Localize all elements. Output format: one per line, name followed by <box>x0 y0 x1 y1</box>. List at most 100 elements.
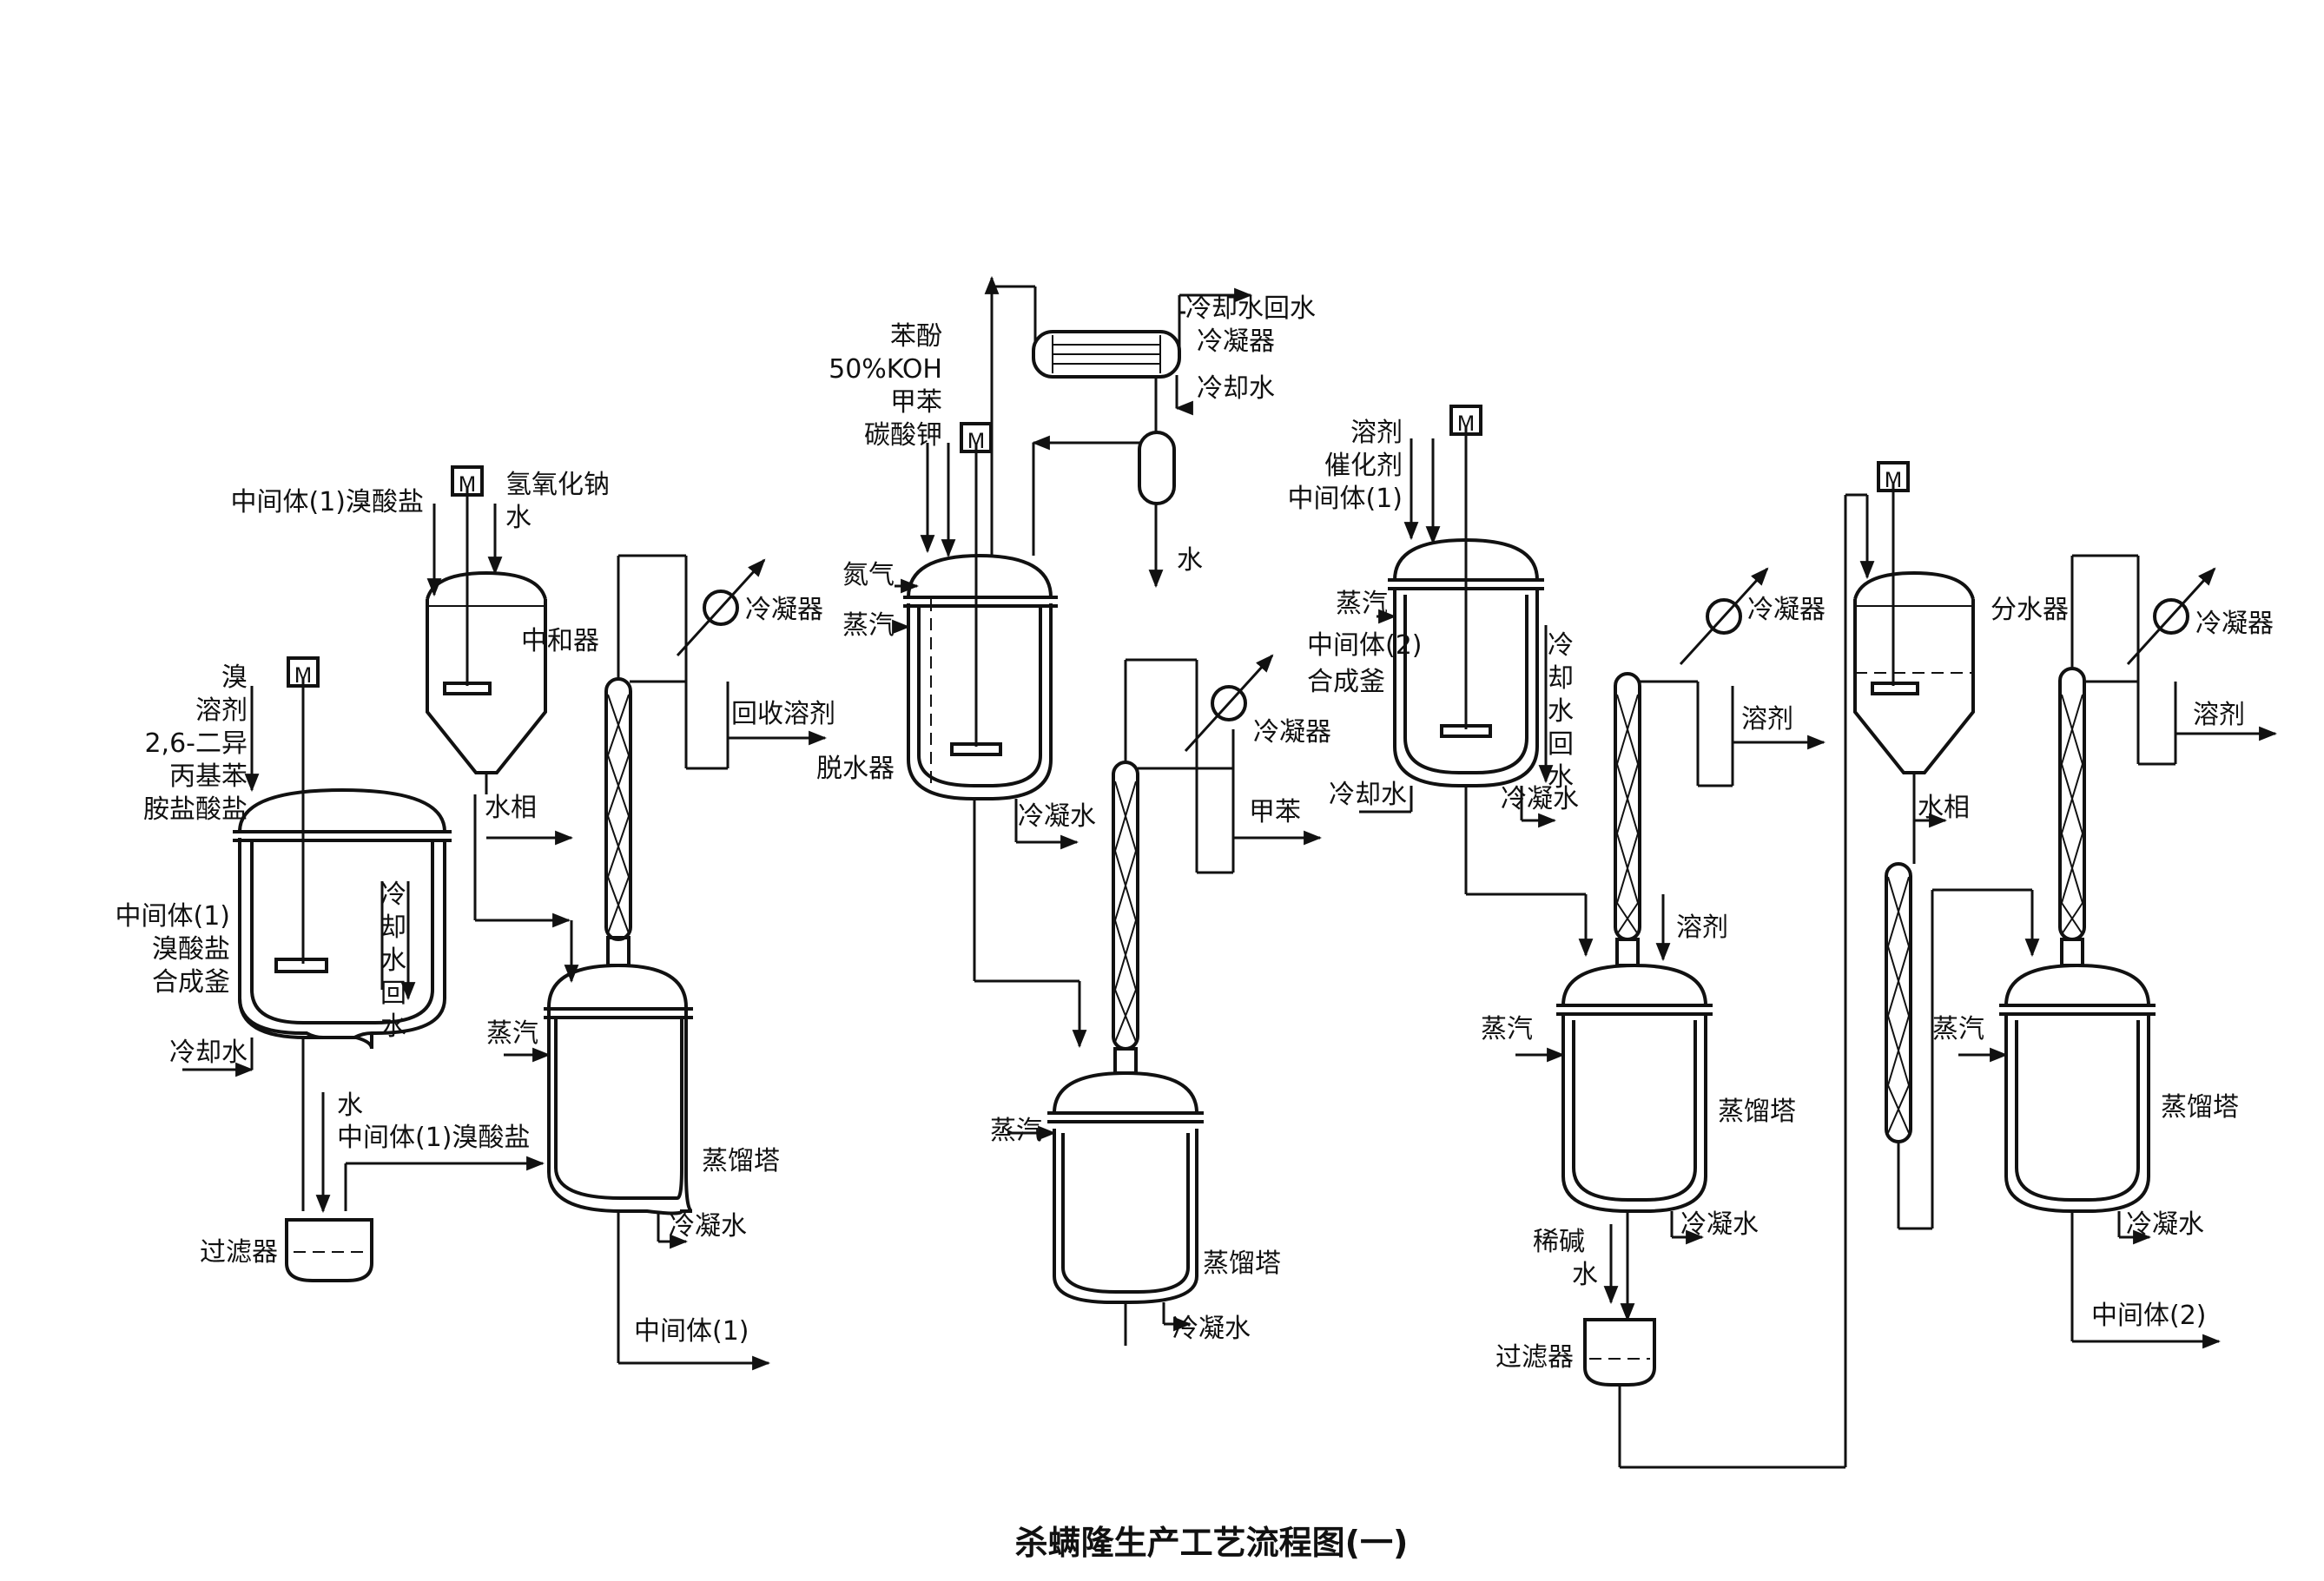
label-column2: 蒸馏塔 <box>1203 1248 1281 1279</box>
label-column1-condenser: 冷凝器 <box>745 595 823 625</box>
label-reactor1-name-2: 溴酸盐 <box>152 934 230 965</box>
label-diisopropyl-2: 丙基苯 <box>169 761 248 792</box>
label-column3-condenser: 冷凝器 <box>1747 595 1826 625</box>
svg-text:M: M <box>459 472 477 497</box>
label-neutralizer: 中和器 <box>521 626 599 656</box>
motor-2: M <box>451 465 484 497</box>
label-reactor1-cw-return-3: 水 <box>380 945 406 976</box>
label-dehydrator-in-1: 苯酚 <box>890 321 942 352</box>
label-reactor2-cw-return-1: 冷 <box>1548 630 1574 661</box>
label-column3-solvent: 溶剂 <box>1676 912 1728 943</box>
label-reactor1-cw-return-4: 回 <box>380 978 406 1009</box>
label-reactor2-cw-return-4: 回 <box>1548 729 1574 760</box>
label-reactor2-cw-return-5: 水 <box>1548 762 1574 793</box>
label-column2-out: 甲苯 <box>1249 797 1301 827</box>
label-hx-cw-return: 冷却水回水 <box>1185 293 1316 324</box>
label-column1: 蒸馏塔 <box>702 1146 780 1176</box>
motor-4: M <box>1449 405 1482 436</box>
label-neutralizer-in-3: 水 <box>505 503 531 533</box>
label-diisopropyl-1: 2,6-二异 <box>144 728 248 759</box>
label-water-separator: 分水器 <box>1991 595 2069 625</box>
svg-text:M: M <box>967 429 986 453</box>
svg-text:M: M <box>1457 412 1476 436</box>
label-reactor2-name-1: 中间体(2) <box>1307 630 1423 661</box>
label-column4-cond-water: 冷凝水 <box>2126 1209 2204 1240</box>
label-hx-condenser: 冷凝器 <box>1197 326 1275 357</box>
reactor-1 <box>233 677 452 1211</box>
motor-5: M <box>1877 461 1910 492</box>
water-separator-small <box>1138 431 1176 505</box>
label-dehydrator-in-4: 碳酸钾 <box>864 420 942 451</box>
label-water-separator-out: 水相 <box>1918 793 1970 823</box>
label-dehydrator-in-2: 50%KOH <box>829 354 942 385</box>
labels: 溴 溶剂 2,6-二异 丙基苯 胺盐酸盐 中间体(1) 溴酸盐 合成釜 冷 却 … <box>116 293 2274 1562</box>
label-column1-cond-water: 冷凝水 <box>669 1211 747 1242</box>
motor-1: M <box>287 656 320 688</box>
diagram-caption: 杀螨隆生产工艺流程图(一) <box>1015 1524 1409 1562</box>
motor-3: M <box>960 422 993 453</box>
distillation-column-2 <box>1047 761 1204 1304</box>
label-reactor2-in-1: 溶剂 <box>1350 418 1403 448</box>
label-column3-out: 溶剂 <box>1741 704 1793 735</box>
label-reactor1-cw-return-1: 冷 <box>380 879 406 910</box>
label-neutralizer-in-1: 中间体(1)溴酸盐 <box>231 487 425 517</box>
label-filter1: 过滤器 <box>200 1237 278 1268</box>
label-solvent: 溶剂 <box>195 695 248 726</box>
label-column1-steam: 蒸汽 <box>486 1018 538 1049</box>
label-column2-cond-water: 冷凝水 <box>1172 1314 1251 1344</box>
reactor-2 <box>1388 425 1544 787</box>
label-neutralizer-in-2: 氢氧化钠 <box>505 470 610 500</box>
label-dehydrator-steam: 蒸汽 <box>842 610 895 641</box>
condenser-heat-exchanger <box>1032 330 1181 379</box>
water-separator <box>1853 482 1975 774</box>
label-column4: 蒸馏塔 <box>2161 1092 2239 1123</box>
label-column4-steam: 蒸汽 <box>1932 1014 1984 1044</box>
label-reactor2-in-2: 催化剂 <box>1324 451 1403 481</box>
label-reactor1-name-3: 合成釜 <box>152 967 230 998</box>
label-bromine: 溴 <box>221 662 248 693</box>
label-filter1-intermediate: 中间体(1)溴酸盐 <box>337 1123 531 1153</box>
label-column4-product: 中间体(2) <box>2091 1301 2207 1331</box>
label-reactor1-cw-in: 冷却水 <box>169 1038 248 1068</box>
label-reactor2-name-2: 合成釜 <box>1307 667 1385 697</box>
label-reactor2-steam: 蒸汽 <box>1336 589 1388 619</box>
column-feed-tube <box>1885 862 1912 1143</box>
distillation-column-1 <box>544 677 771 1371</box>
label-nitrogen: 氮气 <box>842 560 895 590</box>
label-reactor2-cw-in: 冷却水 <box>1329 780 1407 810</box>
label-reactor1-cw-return-5: 水 <box>380 1011 406 1042</box>
label-separator-water: 水 <box>1177 545 1203 576</box>
label-reactor1-cw-return-2: 却 <box>380 912 406 943</box>
label-filter1-water: 水 <box>337 1090 363 1121</box>
label-column4-condenser: 冷凝器 <box>2195 609 2274 639</box>
label-column3-in-2: 水 <box>1572 1260 1598 1290</box>
label-column1-product: 中间体(1) <box>634 1316 749 1347</box>
label-column3-cond-water: 冷凝水 <box>1680 1209 1759 1240</box>
label-filter2: 过滤器 <box>1495 1342 1574 1373</box>
dehydrator <box>903 443 1058 800</box>
label-column4-out: 溶剂 <box>2193 700 2245 730</box>
label-column3-in-1: 稀碱 <box>1533 1227 1585 1257</box>
svg-text:M: M <box>1885 468 1903 492</box>
label-reactor2-cw-return-2: 却 <box>1548 663 1574 694</box>
label-reactor2-cw-return-3: 水 <box>1548 696 1574 727</box>
distillation-column-4 <box>1999 667 2156 1213</box>
label-neutralizer-out: 水相 <box>485 793 537 823</box>
label-column1-out: 回收溶剂 <box>731 699 835 729</box>
label-dehydrator-cond-water: 冷凝水 <box>1018 801 1096 832</box>
label-reactor2-in-3: 中间体(1) <box>1288 484 1403 514</box>
label-column3-steam: 蒸汽 <box>1481 1014 1533 1044</box>
label-column2-condenser: 冷凝器 <box>1253 717 1331 748</box>
label-dehydrator-in-3: 甲苯 <box>890 387 942 418</box>
filter-2 <box>1583 1318 1656 1387</box>
filter-1 <box>285 1218 373 1282</box>
label-column2-steam: 蒸汽 <box>990 1116 1042 1146</box>
label-dehydrator: 脱水器 <box>816 754 895 784</box>
svg-text:M: M <box>294 663 313 688</box>
label-diisopropyl-3: 胺盐酸盐 <box>143 794 248 825</box>
label-reactor2-cond-water: 冷凝水 <box>1501 784 1579 814</box>
label-hx-cw: 冷却水 <box>1197 373 1275 404</box>
label-reactor1-name-1: 中间体(1) <box>116 901 231 932</box>
label-column3: 蒸馏塔 <box>1718 1097 1796 1127</box>
